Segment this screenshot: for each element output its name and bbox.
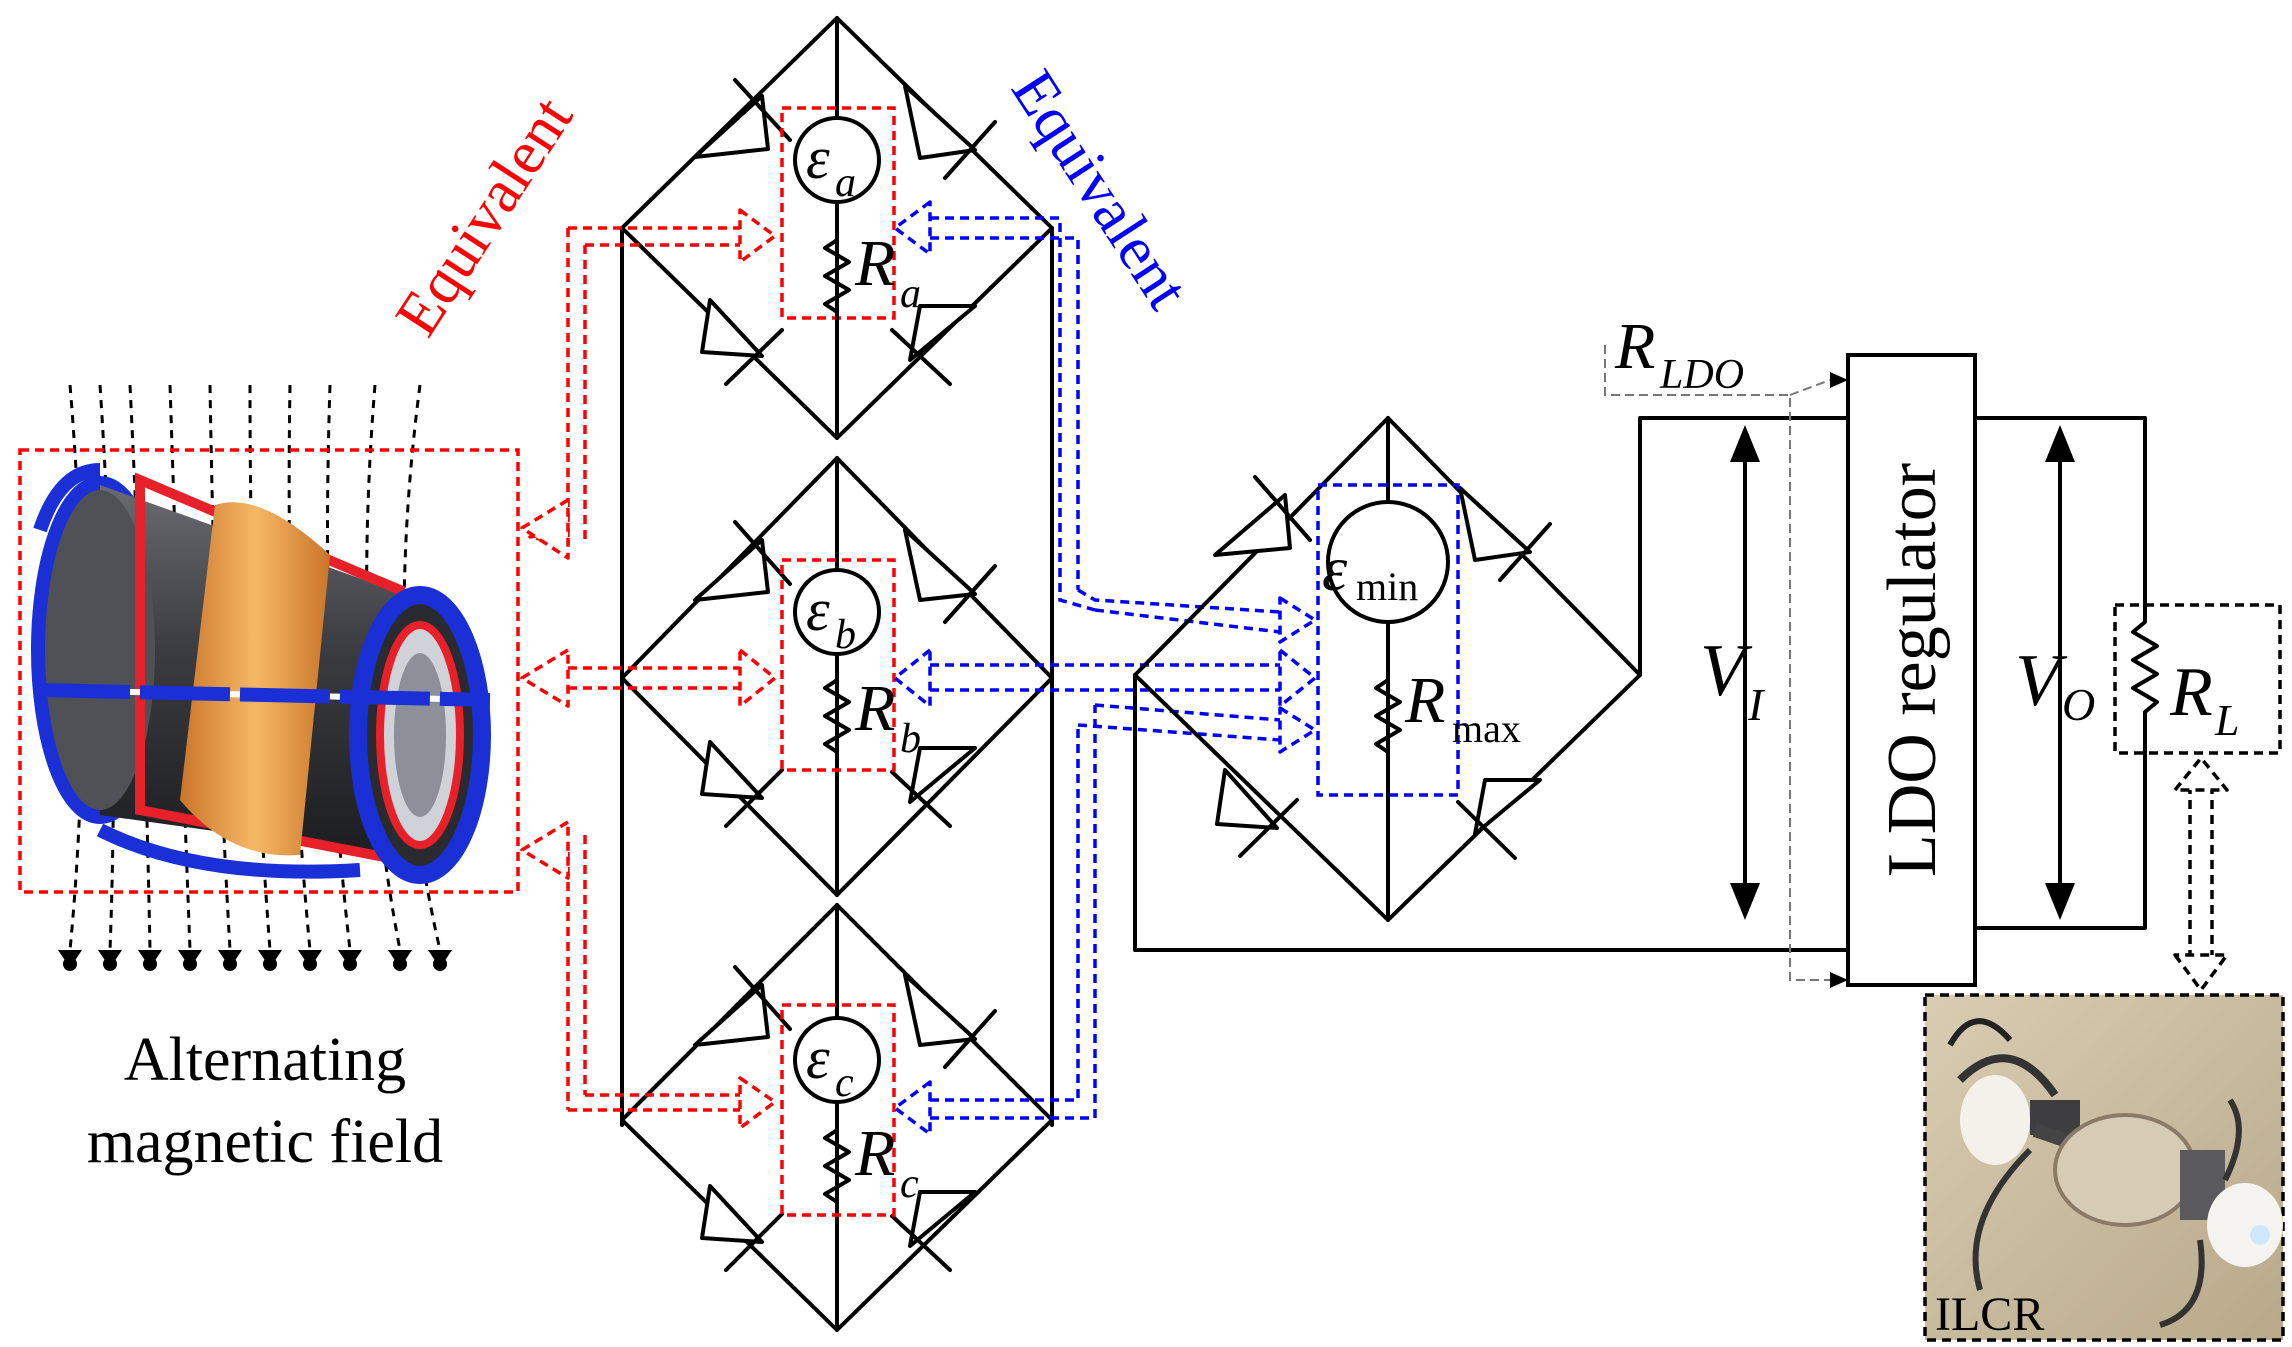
diode-c4 <box>890 1190 977 1272</box>
r-ldo-indicator <box>1604 345 1848 988</box>
diode-b2 <box>903 528 997 624</box>
diode-e2 <box>1458 486 1552 582</box>
diode-e3 <box>1215 768 1299 858</box>
ilcr-robot-photo <box>1923 993 2285 1342</box>
res-a-symbol: R <box>854 227 895 300</box>
diode-a1 <box>693 78 792 159</box>
diode-c1 <box>693 965 792 1047</box>
diode-b4 <box>890 746 977 828</box>
emf-b-sub: b <box>835 612 856 658</box>
source-c <box>780 1003 896 1217</box>
field-caption-line2: magnetic field <box>87 1108 443 1176</box>
rl-sub: L <box>2214 696 2239 745</box>
r-ldo-sub: LDO <box>1659 352 1744 398</box>
r-ldo-symbol: R <box>1614 310 1655 383</box>
ldo-regulator-block <box>1846 353 1977 987</box>
emf-c-symbol: ε <box>806 1025 830 1091</box>
vi-symbol: V <box>1700 630 1753 712</box>
ilcr-label: ILCR <box>1935 1288 2044 1341</box>
emf-c-sub: c <box>835 1060 854 1106</box>
res-c-sub: c <box>900 1161 919 1207</box>
field-caption-line1: Alternating <box>124 1026 406 1094</box>
tri-axial-coil-image <box>31 463 491 884</box>
emf-a-symbol: ε <box>806 125 830 191</box>
equivalent-left-label: Equivalent <box>383 85 586 347</box>
emf-b-symbol: ε <box>806 577 830 643</box>
diode-a3 <box>700 298 784 386</box>
load-resistor <box>2113 603 2282 755</box>
source-b <box>780 558 896 772</box>
vi-sub: I <box>1747 679 1766 730</box>
res-b-sub: b <box>900 716 921 762</box>
diode-c2 <box>903 973 997 1069</box>
blue-equivalence-arrows <box>893 200 1317 1136</box>
ldo-regulator-label: LDO regulator <box>1874 463 1951 877</box>
diode-a4 <box>890 304 977 386</box>
diode-a2 <box>903 84 997 180</box>
robot-equivalence-arrow <box>2173 756 2229 992</box>
rl-symbol: R <box>2169 654 2213 731</box>
diode-c3 <box>700 1184 784 1272</box>
vi-arrow <box>1730 425 1760 920</box>
red-equivalence-arrows <box>520 208 777 1130</box>
diode-e4 <box>1456 778 1542 860</box>
diode-b3 <box>700 740 784 828</box>
res-c-symbol: R <box>854 1117 895 1190</box>
res-max-sub: max <box>1452 706 1521 751</box>
res-a-sub: a <box>900 271 921 317</box>
res-max-symbol: R <box>1404 664 1445 737</box>
bridge-c <box>620 903 1054 1332</box>
equivalent-right-label: Equivalent <box>998 59 1201 321</box>
res-b-symbol: R <box>854 672 895 745</box>
field-arrowheads <box>58 950 452 971</box>
source-a <box>780 106 896 322</box>
diode-b1 <box>693 520 792 602</box>
emf-a-sub: a <box>835 160 856 206</box>
emf-min-symbol: ε <box>1322 533 1348 604</box>
diode-e1 <box>1213 475 1312 557</box>
equivalent-bridge <box>1133 416 1642 922</box>
vo-symbol: V <box>2015 640 2068 722</box>
vo-sub: O <box>2062 679 2095 730</box>
coil-equivalence-box <box>18 448 520 894</box>
emf-min-sub: min <box>1356 564 1418 609</box>
output-wiring <box>1133 416 2147 952</box>
vo-arrow <box>2045 425 2075 920</box>
